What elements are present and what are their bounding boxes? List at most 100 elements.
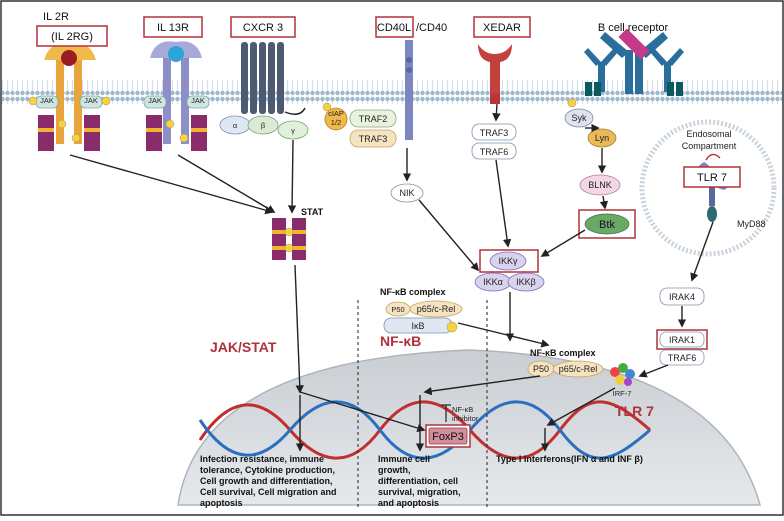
stat-dimer — [272, 218, 306, 260]
btk-node — [584, 213, 630, 235]
cxcr3-title: CXCR 3 — [243, 22, 283, 34]
b-cell-receptor — [584, 28, 684, 96]
cxcr3-receptor — [219, 42, 309, 140]
cd40l-title: CD40L — [377, 22, 411, 34]
cd40l-highlight-box — [375, 16, 414, 38]
tlr7-traf6-label: TRAF6 — [668, 353, 697, 363]
nfkb-inhibitor-label-2: inhibitor — [452, 414, 479, 423]
tlr7-section-label: TLR 7 — [615, 403, 654, 419]
irak4-label: IRAK4 — [669, 292, 695, 302]
irf7-label: IRF-7 — [613, 389, 632, 398]
ikkb-node — [507, 272, 545, 292]
tlr7-title: TLR 7 — [697, 172, 727, 184]
ikb-phospho — [446, 321, 458, 333]
irf7-cluster — [610, 363, 635, 386]
nfkb-nuclear-title: NF-κB complex — [530, 348, 596, 358]
g-protein-gamma: γ — [291, 126, 295, 135]
outcome-jak-stat-line-5: apoptosis — [200, 498, 243, 508]
cd40-traf3-label: TRAF3 — [359, 134, 388, 144]
blnk-node — [579, 174, 621, 196]
il2rg-highlight-box — [36, 25, 108, 47]
il13r-receptor — [143, 41, 210, 151]
btk-label: Btk — [599, 219, 615, 231]
il13r-title: IL 13R — [157, 22, 189, 34]
p65-nuclear-label: p65/c-Rel — [559, 364, 598, 374]
endosomal-compartment — [639, 119, 777, 257]
foxp3-label: FoxP3 — [432, 431, 464, 443]
traf2-node — [349, 109, 397, 128]
cd40-title: /CD40 — [416, 22, 447, 34]
nik-label: NIK — [399, 188, 414, 198]
outcome-tlr7: Type I Interferons(IFN α and INF β) — [496, 454, 643, 464]
cd40-receptor — [405, 40, 413, 140]
outcome-jak-stat-line-1: Infection resistance, immune — [200, 454, 324, 464]
nfkb-section-label: NF-κB — [380, 333, 421, 349]
syk-phospho — [567, 98, 577, 108]
tlr7-traf6-node — [659, 349, 705, 366]
irak1-node — [659, 331, 705, 348]
xedar-receptor — [478, 44, 512, 104]
traf6-label: TRAF6 — [480, 147, 509, 157]
jak-stat-section-label: JAK/STAT — [210, 339, 277, 355]
outcome-nfkb-line-2: growth, — [378, 465, 411, 475]
blnk-label: BLNK — [588, 180, 612, 190]
bcr-title: B cell receptor — [598, 22, 669, 34]
outcome-nfkb-line-3: differentiation, cell — [378, 476, 458, 486]
ikkg-node — [489, 251, 527, 271]
dna-strand-red — [198, 400, 651, 460]
irak1-label: IRAK1 — [669, 335, 695, 345]
p65-nuclear-node — [552, 360, 604, 378]
cd40-traf3-node — [349, 129, 397, 148]
outcome-jak-stat: Infection resistance, immune tolerance, … — [200, 454, 337, 508]
outcome-jak-stat-line-3: Cell growth and differentiation, — [200, 476, 333, 486]
ciap-label-2: 1/2 — [331, 118, 341, 127]
syk-node — [564, 108, 594, 128]
ikkg-label: IKKγ — [498, 256, 518, 266]
dna-strand-blue — [198, 400, 651, 460]
endosome-title-2: Compartment — [682, 141, 737, 151]
nfkb-inhibitor-label-1: NF-κB — [452, 405, 473, 414]
p65-label: p65/c-Rel — [417, 304, 456, 314]
il2r-jak-left: JAK — [40, 96, 54, 105]
lyn-node — [587, 128, 617, 148]
nik-node — [390, 183, 424, 203]
il13r-jak-right: JAK — [191, 96, 205, 105]
cxcr3-highlight-box — [230, 16, 296, 38]
irak4-node — [659, 287, 705, 306]
stat-label: STAT — [301, 207, 324, 217]
outcome-nfkb: Immune cell growth, differentiation, cel… — [378, 454, 461, 508]
outcome-nfkb-line-4: survival, migration, — [378, 487, 461, 497]
arrows — [69, 103, 714, 452]
il2r-jak-right: JAK — [84, 96, 98, 105]
ciap-node — [324, 107, 348, 131]
traf3-node — [471, 123, 517, 141]
outcome-nfkb-line-1: Immune cell — [378, 454, 430, 464]
traf6-node — [471, 142, 517, 160]
il13r-highlight-box — [143, 16, 203, 38]
p65-node — [409, 300, 463, 318]
traf2-label: TRAF2 — [359, 114, 388, 124]
lyn-label: Lyn — [595, 133, 609, 143]
foxp3-node — [428, 427, 468, 445]
ikkb-label: IKKβ — [516, 277, 536, 287]
xedar-title: XEDAR — [483, 22, 521, 34]
ikka-label: IKKα — [483, 277, 503, 287]
nfkb-complex-title: NF-κB complex — [380, 287, 446, 297]
tlr7-highlight-box — [683, 166, 741, 188]
traf3-label: TRAF3 — [480, 128, 509, 138]
outcome-nfkb-line-5: and apoptosis — [378, 498, 439, 508]
il13r-jak-left: JAK — [148, 96, 162, 105]
myd88-label: MyD88 — [737, 219, 766, 229]
syk-label: Syk — [571, 113, 587, 123]
il2r-receptor — [28, 43, 111, 151]
ciap-label-1: cIAP — [328, 109, 344, 118]
xedar-highlight-box — [473, 16, 531, 38]
ikb-label: IκB — [411, 321, 424, 331]
g-protein-alpha: α — [233, 121, 238, 130]
outcome-jak-stat-line-2: tolerance, Cytokine production, — [200, 465, 335, 475]
ciap-phospho — [322, 102, 332, 112]
endosome-title-1: Endosomal — [686, 129, 731, 139]
